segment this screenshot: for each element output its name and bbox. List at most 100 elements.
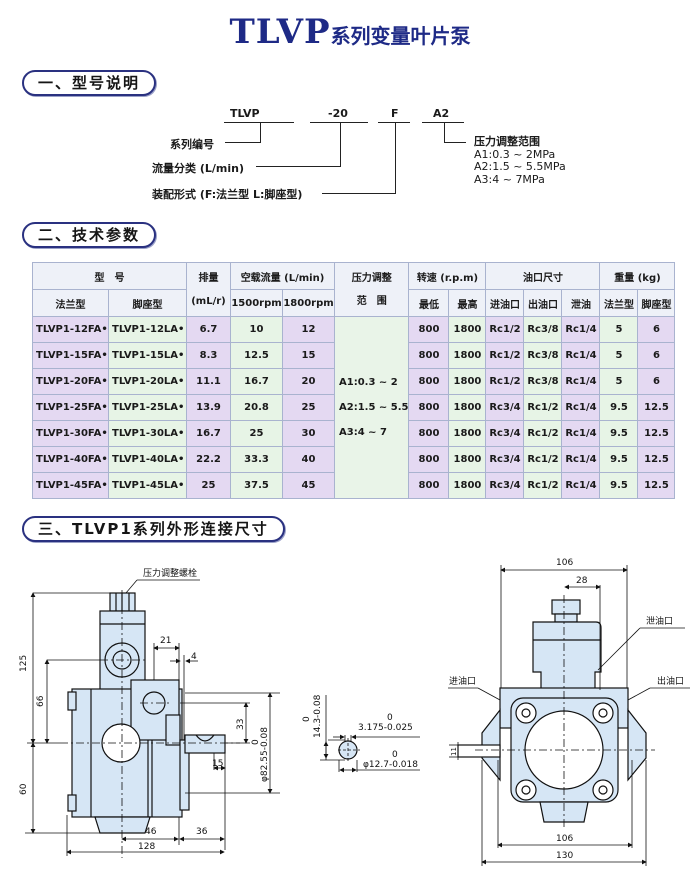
adjust-bolt-icon (551, 599, 581, 615)
port-inlet-cell: Rc1/2 (485, 342, 525, 369)
shaft-dia: φ12.7-0.018 (363, 760, 418, 770)
dim-21: 21 (160, 636, 171, 646)
leader-line (340, 122, 341, 166)
label-flow: 流量分类 (L/min) (152, 162, 244, 175)
pressure-option: A2:1.5 ~ 5.5MPa (474, 160, 566, 173)
shaft-section-drawing: 0 14.3-0.08 0 3.175-0.025 0 φ12.7-0.018 (302, 694, 420, 773)
port-inlet-cell: Rc1/2 (485, 368, 525, 395)
model-foot-cell: TLVP1-20LA• (108, 368, 187, 395)
dim-front-11: 11 (450, 747, 458, 756)
model-flange-cell: TLVP1-40FA• (32, 446, 109, 473)
port-inlet-cell: Rc3/4 (485, 420, 525, 447)
weight-foot-cell: 6 (637, 316, 676, 343)
pressure-range-item: A2:1.5 ~ 5.5 (339, 402, 409, 413)
header-outlet: 出油口 (523, 289, 563, 317)
header-min-speed: 最低 (408, 289, 450, 317)
shaft-key-width: 3.175-0.025 (358, 723, 413, 733)
flow-1500-cell: 10 (230, 316, 283, 343)
model-flange-cell: TLVP1-30FA• (32, 420, 109, 447)
leader-line (225, 142, 261, 143)
displacement-cell: 11.1 (186, 368, 231, 395)
leader-line (444, 122, 445, 142)
header-drain: 泄油 (561, 289, 601, 317)
speed-min-cell: 800 (408, 446, 450, 473)
title-latin: TLVP (229, 12, 331, 52)
section-dims-heading: 三、TLVP1系列外形连接尺寸 (22, 516, 285, 542)
label-outlet-port: 出油口 (657, 675, 684, 687)
model-foot-cell: TLVP1-12LA• (108, 316, 187, 343)
speed-max-cell: 1800 (448, 446, 487, 473)
header-1500rpm: 1500rpm (230, 289, 283, 317)
speed-max-cell: 1800 (448, 420, 487, 447)
port-outlet-cell: Rc1/2 (523, 446, 563, 473)
side-view-drawing: 压力调整螺栓 125 66 60 21 4 33 0 φ82.55-0.08 1… (19, 567, 280, 858)
port-drain-cell: Rc1/4 (561, 446, 601, 473)
weight-flange-cell: 9.5 (599, 420, 639, 447)
displacement-cell: 25 (186, 472, 231, 499)
weight-flange-cell: 5 (599, 316, 639, 343)
header-max-speed: 最高 (448, 289, 487, 317)
dim-33: 33 (236, 719, 246, 730)
header-flange: 法兰型 (32, 289, 109, 317)
dim-front-130: 130 (556, 851, 573, 861)
flow-1500-cell: 12.5 (230, 342, 283, 369)
code-part-pressure: A2 (433, 107, 450, 120)
header-weight-flange: 法兰型 (599, 289, 639, 317)
shaft-key-width-upper: 0 (387, 713, 393, 723)
speed-max-cell: 1800 (448, 394, 487, 421)
header-flow: 空载流量 (L/min) (230, 262, 335, 290)
dim-front-106-top: 106 (556, 558, 573, 568)
port-drain-cell: Rc1/4 (561, 342, 601, 369)
model-foot-cell: TLVP1-45LA• (108, 472, 187, 499)
header-weight-foot: 脚座型 (637, 289, 676, 317)
port-outlet-cell: Rc3/8 (523, 342, 563, 369)
speed-max-cell: 1800 (448, 342, 487, 369)
header-1800rpm: 1800rpm (282, 289, 335, 317)
callout-adjust-bolt: 压力调整螺栓 (143, 567, 197, 579)
underline (224, 122, 294, 123)
flow-1800-cell: 30 (282, 420, 335, 447)
flow-1800-cell: 12 (282, 316, 335, 343)
weight-flange-cell: 5 (599, 342, 639, 369)
speed-min-cell: 800 (408, 368, 450, 395)
speed-min-cell: 800 (408, 342, 450, 369)
speed-min-cell: 800 (408, 394, 450, 421)
leader-line (444, 142, 466, 143)
port-drain-cell: Rc1/4 (561, 472, 601, 499)
flow-1500-cell: 33.3 (230, 446, 283, 473)
weight-foot-cell: 12.5 (637, 446, 676, 473)
pressure-range-item: A3:4 ~ 7 (339, 427, 387, 438)
port-inlet-cell: Rc1/2 (485, 316, 525, 343)
header-ports: 油口尺寸 (485, 262, 601, 290)
pressure-legend: 压力调整范围 A1:0.3 ~ 2MPa A2:1.5 ~ 5.5MPa A3:… (474, 135, 566, 186)
model-foot-cell: TLVP1-25LA• (108, 394, 187, 421)
port-drain-cell: Rc1/4 (561, 368, 601, 395)
pressure-option: A1:0.3 ~ 2MPa (474, 147, 556, 161)
model-flange-cell: TLVP1-25FA• (32, 394, 109, 421)
displacement-cell: 6.7 (186, 316, 231, 343)
weight-foot-cell: 12.5 (637, 420, 676, 447)
dim-front-106-bottom: 106 (556, 834, 573, 844)
flow-1500-cell: 37.5 (230, 472, 283, 499)
underline (310, 122, 368, 123)
shaft-dia-upper: 0 (392, 750, 398, 760)
weight-flange-cell: 9.5 (599, 446, 639, 473)
header-speed: 转速 (r.p.m) (408, 262, 487, 290)
pressure-range-item: A1:0.3 ~ 2 (339, 377, 398, 388)
page-title: TLVP系列变量叶片泵 (0, 12, 700, 52)
port-drain-cell: Rc1/4 (561, 316, 601, 343)
pressure-legend-title: 压力调整范围 (474, 135, 540, 148)
dimension-drawings: 压力调整螺栓 125 66 60 21 4 33 0 φ82.55-0.08 1… (19, 558, 690, 866)
label-mount: 装配形式 (F:法兰型 L:脚座型) (152, 188, 303, 201)
port-outlet-cell: Rc3/8 (523, 368, 563, 395)
header-model: 型 号 (32, 262, 187, 290)
dim-60: 60 (19, 783, 29, 795)
header-pressure-label: 压力调整 (351, 272, 392, 284)
model-flange-cell: TLVP1-45FA• (32, 472, 109, 499)
dim-15: 15 (212, 759, 223, 769)
